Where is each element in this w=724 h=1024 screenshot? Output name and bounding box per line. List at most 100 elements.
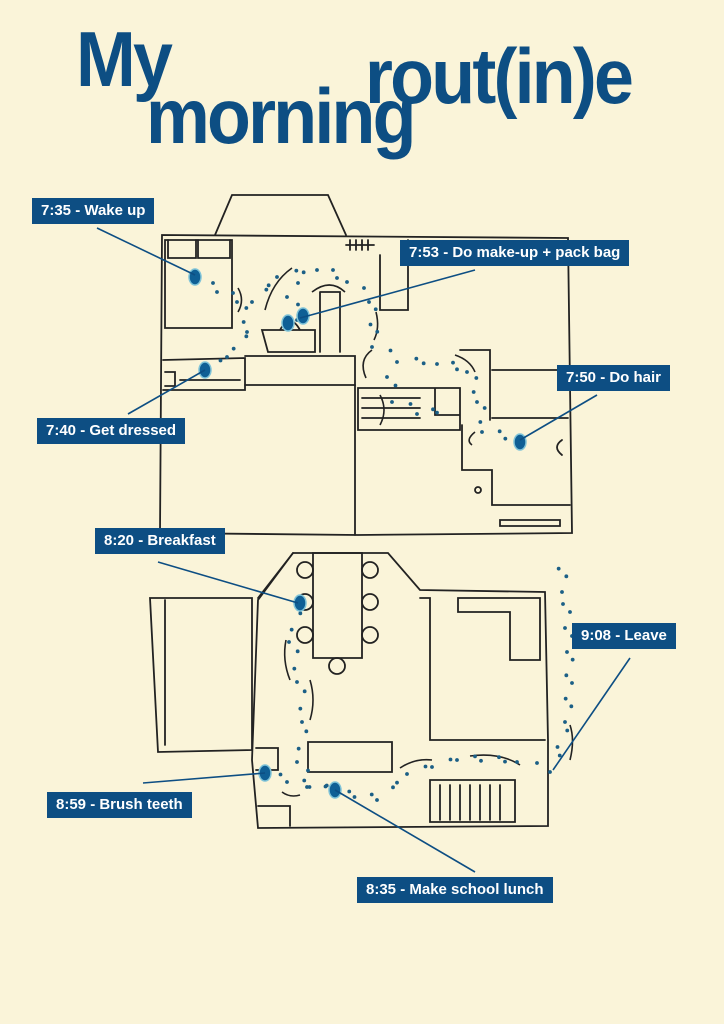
- route-dot: [497, 755, 501, 760]
- route-dot: [395, 780, 399, 785]
- route-dot: [480, 430, 484, 434]
- route-dot: [563, 626, 567, 630]
- route-dot: [448, 757, 453, 762]
- upper-floor-plan: [159, 194, 573, 536]
- route-dot: [557, 753, 562, 758]
- event-label-dressed: 7:40 - Get dressed: [37, 418, 186, 444]
- route-dot: [393, 383, 398, 388]
- route-dot: [373, 307, 378, 312]
- route-dot: [301, 270, 306, 275]
- route-dot: [369, 792, 374, 797]
- route-dot: [278, 772, 283, 777]
- route-dot: [408, 402, 413, 406]
- route-dot: [307, 785, 312, 789]
- event-label-lunch: 8:35 - Make school lunch: [357, 877, 553, 903]
- route-dot: [564, 673, 569, 678]
- route-dot: [423, 764, 428, 769]
- route-dot: [563, 696, 568, 701]
- route-dot: [570, 681, 574, 685]
- route-dot: [304, 729, 309, 734]
- route-dot: [560, 590, 564, 594]
- route-dot: [535, 761, 539, 765]
- route-dot: [503, 436, 508, 441]
- leader-lunch: [334, 789, 476, 873]
- event-label-leave: 9:08 - Leave: [572, 623, 676, 649]
- route-dot: [565, 728, 570, 733]
- route-dot: [306, 768, 310, 773]
- route-dot: [569, 704, 574, 709]
- route-dot: [294, 268, 299, 273]
- route-dot: [478, 420, 483, 424]
- route-dot: [414, 356, 419, 361]
- route-dot: [215, 290, 219, 294]
- activity-spot: [513, 433, 527, 451]
- route-dot: [231, 346, 236, 351]
- route-dot: [295, 649, 300, 654]
- route-dot: [295, 680, 299, 684]
- route-dot: [241, 320, 246, 324]
- leader-lines: [96, 227, 631, 873]
- route-dot: [296, 302, 300, 307]
- event-label-make-up: 7:53 - Do make-up + pack bag: [400, 240, 630, 266]
- event-label-wake-up: 7:35 - Wake up: [32, 198, 155, 224]
- route-dot: [421, 361, 426, 366]
- route-dot: [565, 650, 569, 654]
- route-dot: [431, 407, 435, 412]
- route-dot: [298, 611, 303, 616]
- route-dot: [335, 276, 339, 280]
- route-dot: [285, 780, 289, 784]
- route-dot: [250, 300, 254, 304]
- route-dot: [482, 406, 487, 410]
- route-dot: [435, 410, 439, 415]
- route-dot: [435, 362, 439, 366]
- route-dot: [266, 283, 271, 288]
- route-dot: [415, 412, 419, 416]
- route-dot: [474, 376, 479, 380]
- route-dot: [465, 370, 469, 374]
- route-dot: [561, 602, 565, 606]
- route-dot: [231, 291, 235, 295]
- route-dot: [285, 295, 289, 299]
- route-dot: [515, 760, 519, 764]
- title-routine: rout(in)e: [365, 32, 634, 120]
- route-dot: [362, 286, 366, 290]
- title-my: My: [76, 15, 173, 103]
- route-dot: [295, 760, 299, 764]
- title-morning: morning: [146, 72, 416, 160]
- route-dot: [298, 706, 303, 711]
- leader-breakfast: [157, 561, 299, 604]
- route-dot: [244, 306, 249, 310]
- route-dot: [390, 400, 394, 404]
- route-dot: [244, 334, 249, 339]
- route-dot: [385, 375, 389, 379]
- route-dots: [195, 268, 575, 802]
- route-dot: [473, 754, 477, 759]
- route-dot: [556, 566, 561, 571]
- route-dot: [455, 758, 459, 762]
- route-dot: [345, 280, 349, 284]
- route-dot: [352, 795, 357, 799]
- route-dot: [292, 666, 297, 671]
- route-dot: [368, 322, 373, 327]
- route-dot: [479, 758, 483, 763]
- route-dot: [296, 746, 301, 751]
- event-label-brush-teeth: 8:59 - Brush teeth: [47, 792, 192, 818]
- activity-spot: [293, 594, 307, 612]
- activity-spots: [188, 268, 527, 799]
- route-dot: [375, 798, 379, 802]
- route-dot: [451, 360, 455, 365]
- route-dot: [211, 281, 215, 285]
- route-dot: [245, 330, 249, 334]
- event-label-breakfast: 8:20 - Breakfast: [95, 528, 225, 554]
- route-dot: [563, 720, 567, 724]
- route-dot: [555, 745, 560, 749]
- route-dot: [475, 400, 479, 404]
- route-dot: [391, 785, 395, 790]
- route-dot: [503, 759, 507, 764]
- route-dot: [405, 772, 409, 776]
- route-dot: [347, 789, 352, 794]
- route-dot: [548, 770, 552, 774]
- activity-spot: [281, 314, 295, 332]
- route-dot: [302, 778, 307, 783]
- route-dot: [287, 640, 291, 644]
